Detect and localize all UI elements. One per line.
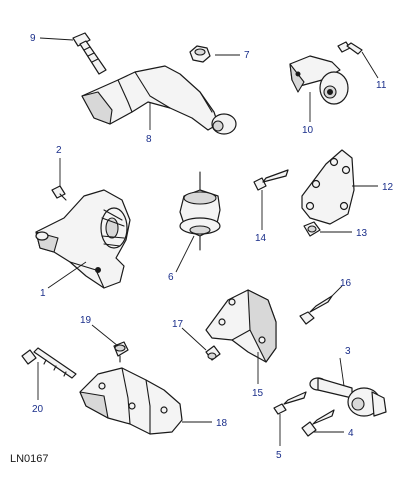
- part-10-bush-mount: [289, 55, 349, 105]
- callout-12: 12: [382, 182, 394, 193]
- part-9-bolt: [72, 32, 107, 75]
- callout-1: 1: [40, 288, 46, 299]
- callout-8: 8: [146, 134, 152, 145]
- part-7-nut: [189, 45, 211, 63]
- part-6-hydraulic-mount: [179, 171, 221, 251]
- callout-15: 15: [252, 388, 264, 399]
- part-3-tie-rod: [309, 377, 387, 417]
- callout-11: 11: [376, 80, 387, 91]
- callout-4: 4: [348, 428, 354, 439]
- part-18-lower-bracket: [79, 367, 183, 435]
- part-14-bolt: [253, 169, 289, 191]
- part-8-mounting-arm: [81, 65, 237, 135]
- callout-10: 10: [302, 125, 314, 136]
- part-4-bolt: [301, 409, 335, 437]
- callout-labels: 9 7 8 10 11 2 1 6 14 12 13 16 15 17 19 2…: [30, 33, 394, 461]
- callout-6: 6: [168, 272, 174, 283]
- part-11-bolt: [337, 41, 363, 55]
- part-17-bolt: [205, 345, 221, 361]
- part-20-long-bolt: [21, 347, 77, 379]
- callout-17: 17: [172, 319, 184, 330]
- callout-20: 20: [32, 404, 44, 415]
- part-5-bolt: [273, 391, 307, 415]
- part-2-bolt: [51, 185, 67, 201]
- callout-9: 9: [30, 33, 36, 44]
- figure-id: LN0167: [10, 453, 49, 465]
- part-1-engine-mount: [35, 189, 131, 289]
- callout-14: 14: [255, 233, 267, 244]
- callout-7: 7: [244, 50, 250, 61]
- callout-5: 5: [276, 450, 282, 461]
- callout-13: 13: [356, 228, 368, 239]
- callout-2: 2: [56, 145, 62, 156]
- callout-19: 19: [80, 315, 92, 326]
- leader-lines: [37, 37, 379, 446]
- part-15-bracket: [205, 289, 277, 363]
- part-12-mounting-plate: [301, 149, 355, 225]
- callout-16: 16: [340, 278, 352, 289]
- callout-3: 3: [345, 346, 351, 357]
- part-13-bolt: [303, 221, 321, 237]
- part-16-bolt: [299, 295, 333, 325]
- callout-18: 18: [216, 418, 228, 429]
